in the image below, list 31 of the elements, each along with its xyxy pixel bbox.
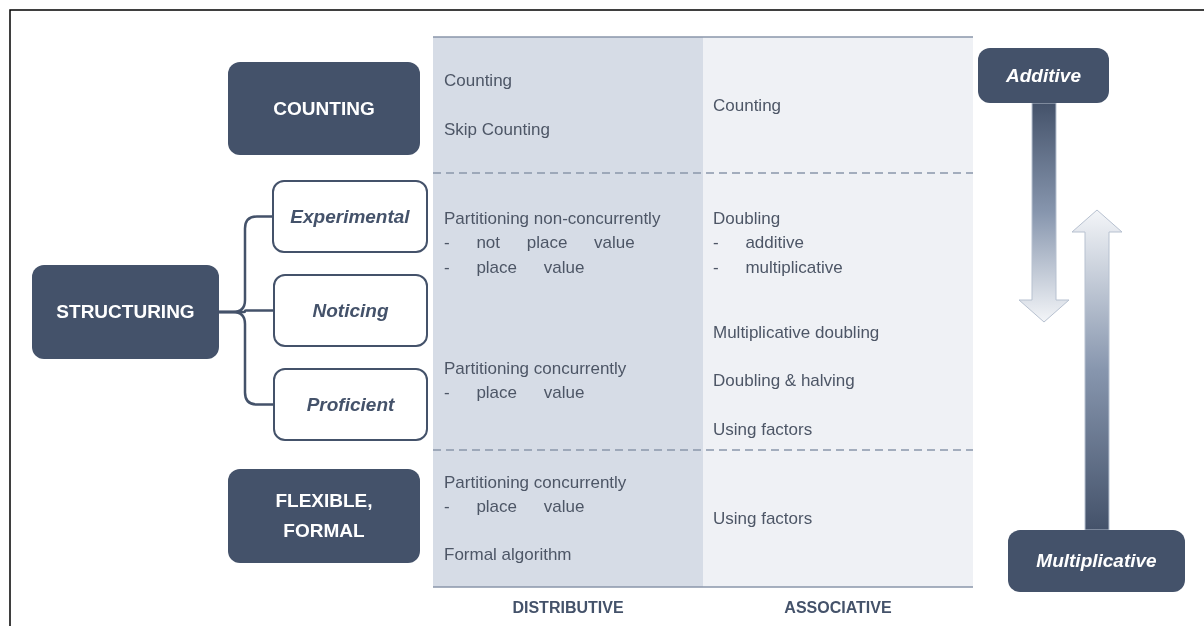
table-text: - place value — [444, 383, 585, 403]
table-text: - place value — [444, 497, 585, 517]
table-text: - additive — [713, 233, 804, 253]
table-text: Formal algorithm — [444, 545, 572, 565]
column-heading: ASSOCIATIVE — [784, 598, 892, 618]
block-arrow — [1071, 209, 1123, 531]
table-text: Partitioning non-concurrently — [444, 209, 661, 229]
level-box: FLEXIBLE, FORMAL — [228, 469, 420, 563]
bracket-line — [219, 310, 273, 406]
table-text: Doubling & halving — [713, 371, 855, 391]
table-text: Counting — [444, 71, 513, 91]
table-text: Doubling — [713, 209, 781, 229]
table-text: Counting — [713, 96, 782, 116]
column-heading: DISTRIBUTIVE — [512, 598, 624, 618]
table-text: Partitioning concurrently — [444, 359, 627, 379]
stage-box: Proficient — [273, 368, 428, 441]
stage-box: Noticing — [273, 274, 428, 347]
table-text: Using factors — [713, 420, 813, 440]
table-text: Multiplicative doubling — [713, 323, 880, 343]
table-text: Skip Counting — [444, 120, 550, 140]
table-text: - place value — [444, 258, 585, 278]
table-text: Partitioning concurrently — [444, 473, 627, 493]
table-text: - not place value — [444, 233, 635, 253]
level-box: STRUCTURING — [32, 265, 219, 359]
strategy-box: Additive — [978, 48, 1109, 103]
level-box: COUNTING — [228, 62, 420, 155]
stage-box: Experimental — [272, 180, 428, 253]
block-arrow — [1018, 102, 1070, 323]
table-text: - multiplicative — [713, 258, 843, 278]
table-text: Using factors — [713, 509, 813, 529]
strategy-box: Multiplicative — [1008, 530, 1185, 592]
